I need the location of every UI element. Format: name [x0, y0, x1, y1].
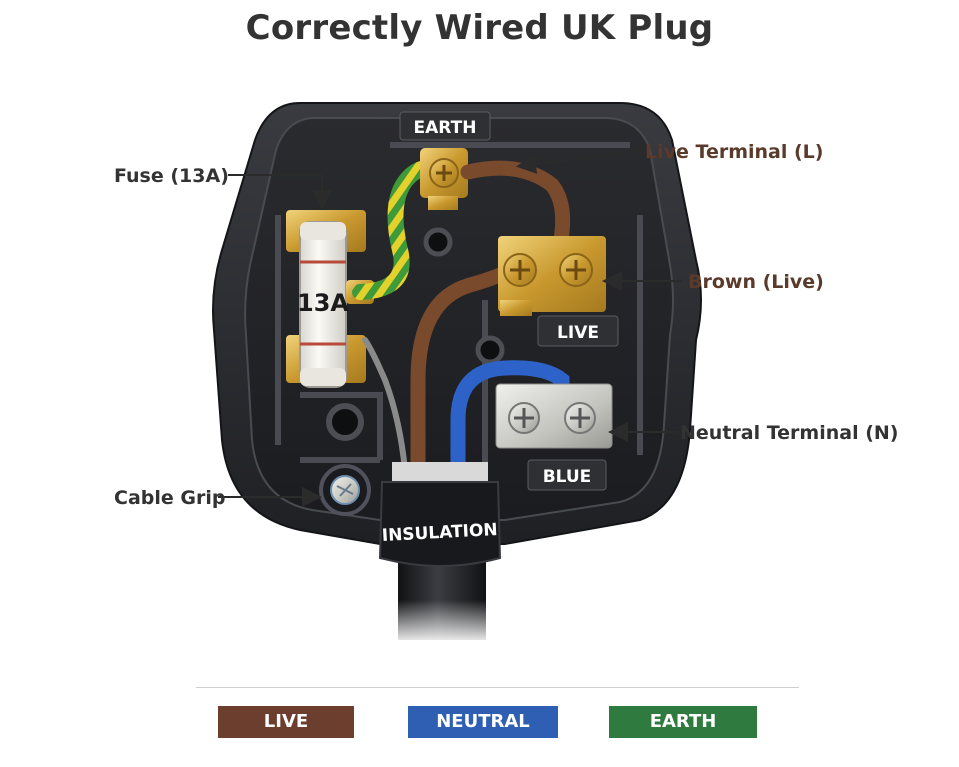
cable-grip [321, 466, 369, 514]
live-tag: LIVE [538, 316, 618, 346]
legend-live: LIVE [218, 706, 354, 738]
neutral-terminal [496, 384, 612, 448]
fuse-rating-label: 13A [297, 289, 349, 317]
live-terminal-callout: Live Terminal (L) [645, 141, 823, 163]
fuse-callout: Fuse (13A) [114, 165, 229, 187]
live-terminal [498, 236, 606, 316]
cable-grip-callout: Cable Grip [114, 487, 225, 509]
neutral-terminal-callout: Neutral Terminal (N) [680, 422, 898, 444]
svg-text:EARTH: EARTH [414, 118, 477, 138]
legend-neutral: NEUTRAL [408, 706, 558, 738]
svg-text:BLUE: BLUE [543, 467, 592, 487]
legend-earth: EARTH [609, 706, 757, 738]
blue-tag: BLUE [528, 460, 606, 490]
legend-divider [196, 687, 799, 688]
insulation-collar [380, 462, 500, 566]
brown-live-callout: Brown (Live) [688, 271, 824, 293]
svg-text:LIVE: LIVE [557, 323, 599, 343]
earth-tag: EARTH [400, 112, 490, 140]
